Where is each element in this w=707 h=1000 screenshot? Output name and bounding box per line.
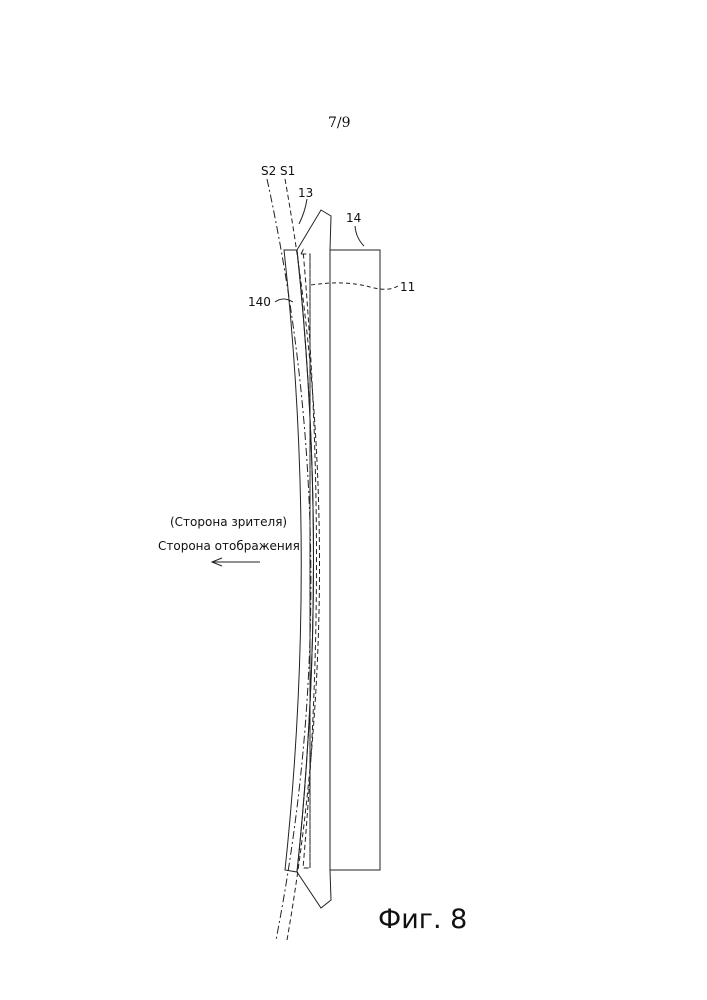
leader-14	[355, 226, 364, 246]
member-13-frame	[297, 210, 331, 908]
figure-caption: Фиг. 8	[378, 904, 467, 935]
label-s1: S1	[280, 164, 295, 178]
leader-11	[311, 283, 398, 289]
label-14: 14	[346, 211, 361, 225]
page-number: 7∕9	[328, 115, 351, 131]
display-side-label: Сторона отображения	[158, 539, 300, 553]
leader-140	[275, 299, 293, 302]
viewer-side-label: (Сторона зрителя)	[170, 515, 287, 529]
label-11: 11	[400, 280, 415, 294]
label-s2: S2	[261, 164, 276, 178]
label-140: 140	[248, 295, 271, 309]
leader-13	[299, 199, 307, 224]
member-14-body	[330, 250, 380, 870]
member-11-outline	[301, 250, 317, 868]
label-13: 13	[298, 186, 313, 200]
reference-curve-s1	[285, 179, 320, 940]
